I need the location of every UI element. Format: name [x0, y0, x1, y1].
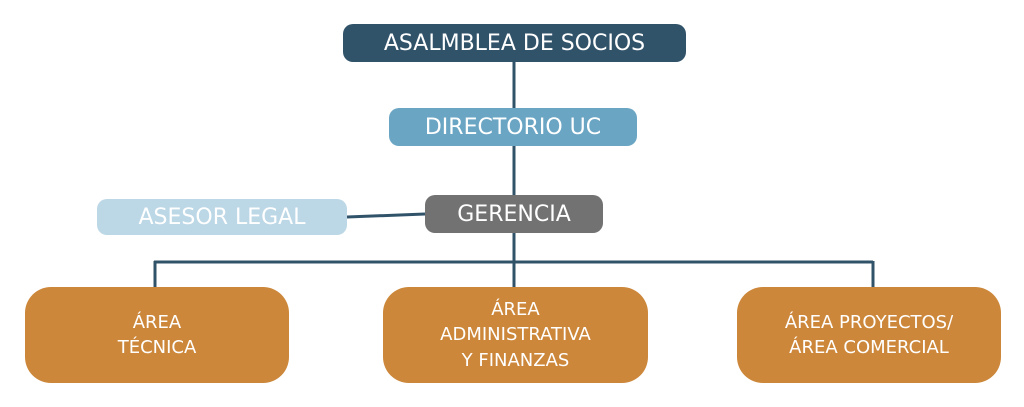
node-area-administrativa-line3: Y FINANZAS: [461, 349, 570, 371]
node-area-tecnica-line2: TÉCNICA: [117, 337, 197, 358]
node-area-administrativa: ÁREA ADMINISTRATIVA Y FINANZAS: [383, 287, 648, 383]
node-asesor-legal-label: ASESOR LEGAL: [138, 204, 306, 230]
node-area-proyectos: ÁREA PROYECTOS/ ÁREA COMERCIAL: [737, 287, 1001, 383]
node-gerencia: GERENCIA: [425, 195, 603, 233]
node-directorio: DIRECTORIO UC: [389, 108, 637, 146]
connector-gerencia-asesor: [346, 212, 426, 219]
node-area-administrativa-line2: ADMINISTRATIVA: [440, 324, 591, 346]
node-directorio-label: DIRECTORIO UC: [424, 114, 602, 140]
node-area-proyectos-line1: ÁREA PROYECTOS/: [784, 311, 954, 333]
node-area-tecnica-line1: ÁREA: [132, 311, 182, 333]
node-area-administrativa-line1: ÁREA: [491, 299, 540, 321]
node-asesor-legal: ASESOR LEGAL: [97, 199, 347, 235]
node-asamblea-label: ASALMBLEA DE SOCIOS: [383, 30, 646, 56]
node-gerencia-label: GERENCIA: [457, 201, 571, 227]
node-area-tecnica: ÁREA TÉCNICA: [25, 287, 289, 383]
node-asamblea: ASALMBLEA DE SOCIOS: [343, 24, 686, 62]
node-area-proyectos-line2: ÁREA COMERCIAL: [789, 337, 949, 358]
